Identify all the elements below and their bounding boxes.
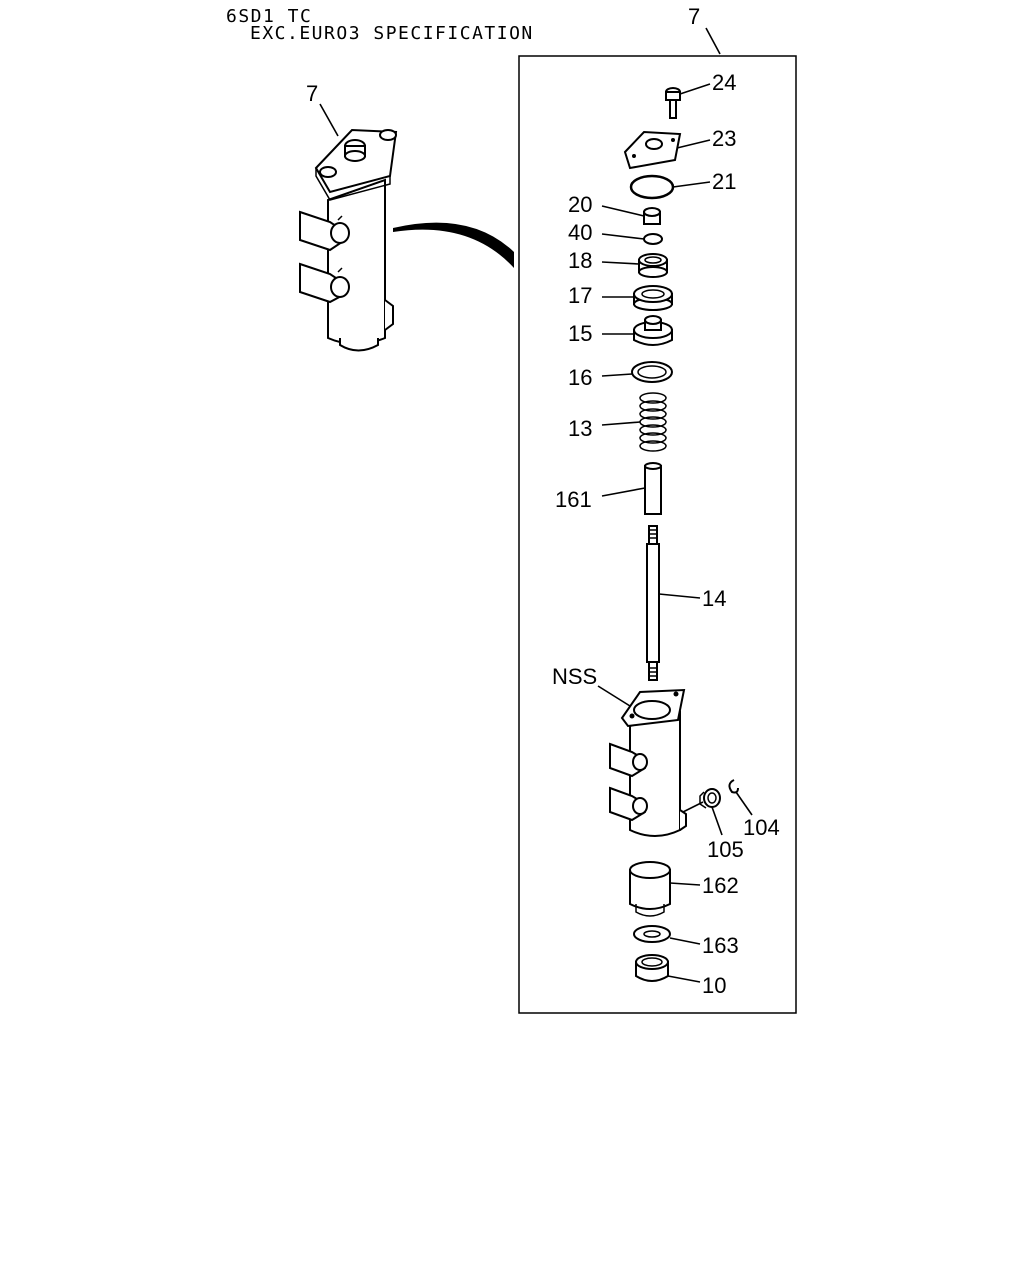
exploded-view-frame (518, 55, 797, 1014)
part-20-nut (643, 207, 661, 225)
callout-10: 10 (702, 973, 726, 998)
callout-23: 23 (712, 126, 736, 151)
part-15-piston (633, 315, 673, 346)
part-14-rod (646, 525, 660, 681)
part-13-spring (639, 392, 667, 452)
callout-13: 13 (568, 416, 592, 441)
callout-163: 163 (702, 933, 739, 958)
part-161-sleeve (644, 462, 662, 515)
part-105-plug (699, 788, 721, 809)
leader-assembly-7 (705, 27, 721, 55)
part-163-washer (633, 925, 671, 943)
callout-21: 21 (712, 169, 736, 194)
callout-7-left: 7 (306, 81, 318, 106)
callout-15: 15 (568, 321, 592, 346)
callout-nss: NSS (552, 664, 597, 689)
part-17-retainer (633, 285, 673, 311)
assembly-label-7: 7 (688, 4, 700, 29)
callout-40: 40 (568, 220, 592, 245)
part-nss-body (609, 688, 687, 837)
part-23-cover (623, 130, 682, 170)
part-24-bolt (665, 87, 681, 119)
callout-162: 162 (702, 873, 739, 898)
callout-104: 104 (743, 815, 780, 840)
callout-161: 161 (555, 487, 592, 512)
callout-16: 16 (568, 365, 592, 390)
callout-14: 14 (702, 586, 726, 611)
header-line-1: 6SD1 TC (226, 6, 313, 27)
callout-24: 24 (712, 70, 736, 95)
view-connector-arrow (393, 222, 514, 268)
callout-18: 18 (568, 248, 592, 273)
callout-105: 105 (707, 837, 744, 862)
part-104-clip (728, 779, 739, 794)
leader-7-left (319, 103, 339, 137)
part-40-washer (643, 233, 663, 245)
part-10-cap (635, 954, 669, 982)
part-18-seat (638, 253, 668, 278)
callout-17: 17 (568, 283, 592, 308)
part-16-ring (631, 361, 673, 383)
part-21-o-ring (629, 174, 675, 200)
header-line-2: EXC.EURO3 SPECIFICATION (250, 23, 534, 44)
assembled-valve-drawing (299, 128, 398, 352)
callout-20: 20 (568, 192, 592, 217)
part-162-bushing (629, 861, 671, 917)
